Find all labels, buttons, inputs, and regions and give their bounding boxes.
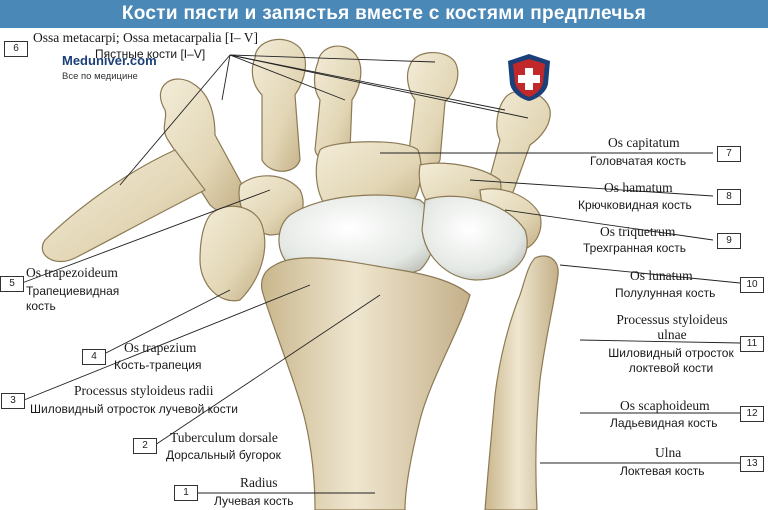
label-number-8: 8 — [717, 189, 741, 205]
label-russian-5: Трапециевидная кость — [26, 284, 120, 313]
label-number-13: 13 — [740, 456, 764, 472]
page-title: Кости пясти и запястья вместе с костями … — [121, 3, 647, 24]
label-russian-2: Дорсальный бугорок — [166, 448, 281, 462]
label-russian-10: Полулунная кость — [615, 286, 716, 300]
label-number-12: 12 — [740, 406, 764, 422]
label-russian-1: Лучевая кость — [214, 494, 294, 508]
leader-lines — [21, 54, 741, 494]
label-number-3: 3 — [1, 393, 25, 409]
forearm-bones — [260, 255, 559, 510]
label-latin-8: Os hamatum — [604, 180, 673, 195]
label-russian-8: Крючковидная кость — [578, 198, 692, 212]
shield-logo-icon — [508, 54, 550, 101]
label-number-9: 9 — [717, 233, 741, 249]
label-russian-9: Трехгранная кость — [583, 241, 687, 255]
title-bar — [0, 0, 768, 28]
label-number-5: 5 — [0, 276, 24, 292]
label-number-2: 2 — [133, 438, 157, 454]
label-russian-6: Пястные кости [I–V] — [95, 47, 206, 61]
label-latin-12: Os scaphoideum — [620, 398, 710, 413]
logo — [504, 52, 704, 102]
label-latin-6: Ossa metacarpi; Ossa metacarpalia [I– V] — [33, 30, 259, 45]
label-latin-3: Processus styloideus radii — [74, 383, 214, 398]
label-russian-4: Кость-трапеция — [114, 358, 202, 372]
label-russian-13: Локтевая кость — [620, 464, 705, 478]
label-latin-10: Os lunatum — [630, 268, 693, 283]
label-number-11: 11 — [740, 336, 764, 352]
label-number-6: 6 — [4, 41, 28, 57]
label-number-10: 10 — [740, 277, 764, 293]
label-russian-3: Шиловидный отросток лучевой кости — [30, 402, 238, 416]
label-latin-9: Os triquetrum — [600, 224, 676, 239]
carpal-bones — [199, 141, 542, 302]
label-russian-11: Шиловидный отросток локтевой кости — [608, 346, 734, 375]
label-latin-13: Ulna — [655, 445, 682, 460]
label-latin-7: Os capitatum — [608, 135, 680, 150]
label-number-7: 7 — [717, 146, 741, 162]
label-latin-2: Tuberculum dorsale — [170, 430, 278, 445]
logo-tagline: Все по медицине — [62, 71, 138, 82]
label-russian-12: Ладьевидная кость — [610, 416, 718, 430]
label-latin-1: Radius — [240, 475, 278, 490]
label-latin-5: Os trapezoideum — [26, 265, 118, 280]
label-latin-11: Processus styloideus ulnae — [616, 312, 728, 342]
label-russian-7: Головчатая кость — [590, 154, 687, 168]
label-number-4: 4 — [82, 349, 106, 365]
label-latin-4: Os trapezium — [124, 340, 197, 355]
label-number-1: 1 — [174, 485, 198, 501]
logo-name: Meduniver.com — [62, 53, 157, 68]
